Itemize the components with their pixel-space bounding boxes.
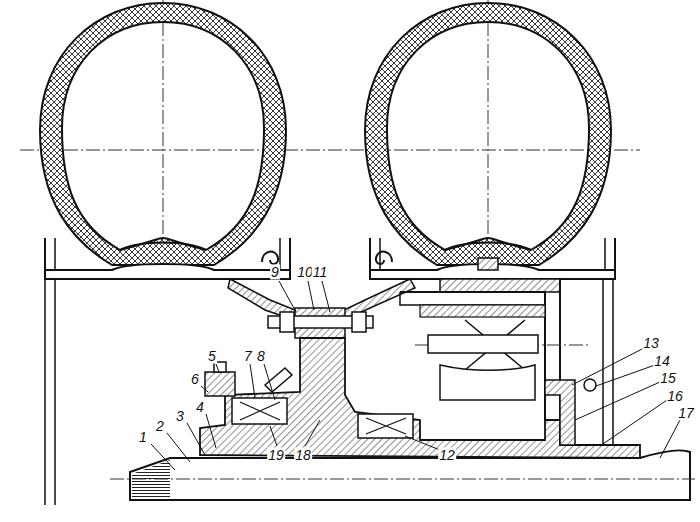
callout-number: 7: [243, 349, 253, 364]
callout-number: 14: [653, 354, 671, 369]
callout-number: 8: [256, 349, 266, 364]
callout-number: 12: [438, 448, 456, 463]
callout-number: 1: [138, 430, 148, 445]
callout-number: 18: [294, 448, 312, 463]
callout-number: 13: [642, 336, 660, 351]
callout-number: 3: [175, 409, 185, 424]
callout-number: 5: [207, 349, 217, 364]
callout-number: 17: [677, 406, 695, 421]
callout-number: 15: [659, 371, 677, 386]
callout-number: 2: [155, 419, 165, 434]
callout-number: 9: [270, 265, 280, 280]
callout-number: 19: [267, 448, 285, 463]
callout-number: 16: [666, 389, 684, 404]
callout-number: 11: [312, 265, 329, 280]
callout-number: 4: [195, 400, 205, 415]
callout-number: 6: [190, 372, 200, 387]
